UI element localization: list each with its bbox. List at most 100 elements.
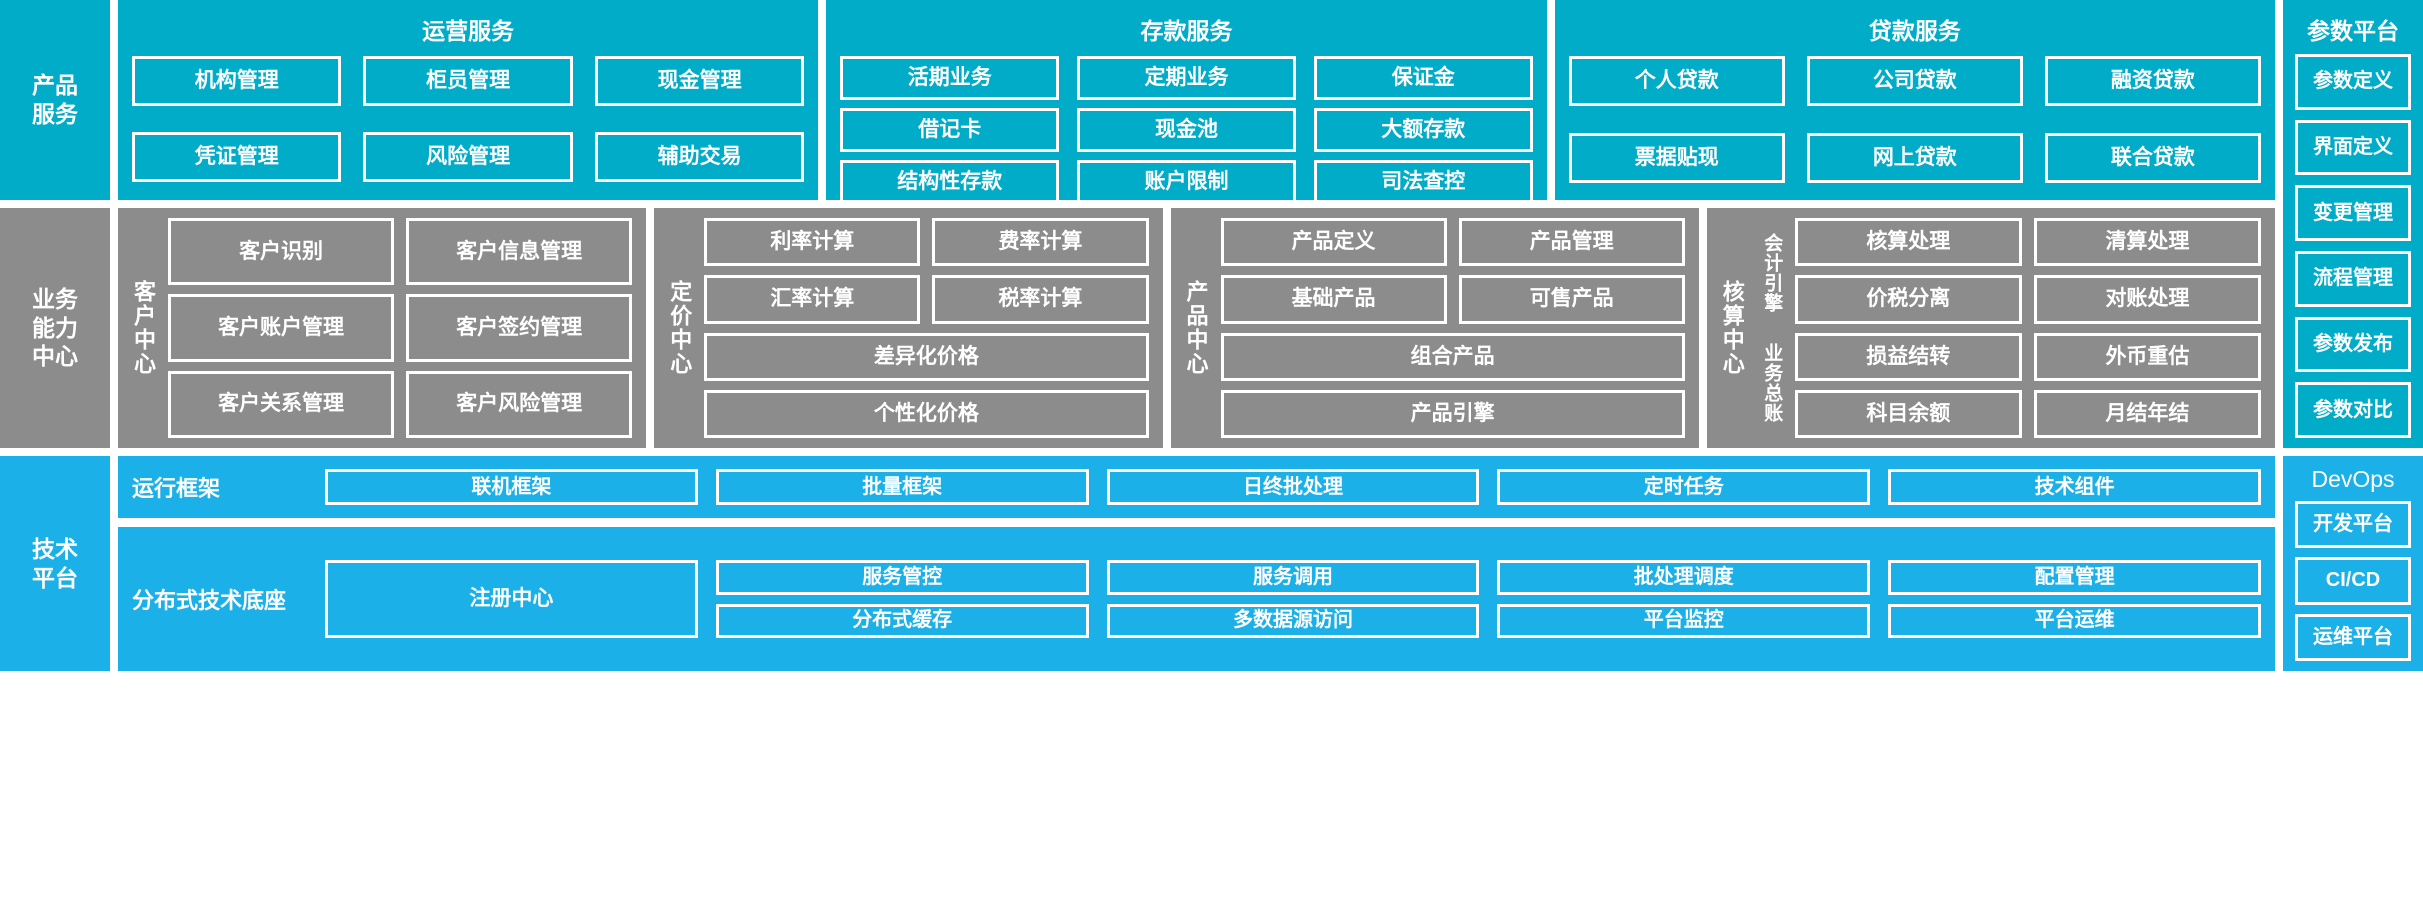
card-param-5[interactable]: 参数发布 <box>2295 316 2411 373</box>
card-runtime-3[interactable]: 日终批处理 <box>1106 469 1480 505</box>
card-accounting-7[interactable]: 科目余额 <box>1794 389 2022 438</box>
card-operations-2[interactable]: 柜员管理 <box>363 56 573 106</box>
card-deposit-5[interactable]: 现金池 <box>1077 108 1296 152</box>
card-product-1[interactable]: 产品定义 <box>1220 218 1447 267</box>
card-pricing-4[interactable]: 税率计算 <box>932 275 1149 324</box>
group-deposit-service: 存款服务 活期业务 定期业务 保证金 借记卡 现金池 大额存款 结构性存款 账户… <box>826 0 1547 204</box>
row-label-business-capability: 业务 能力 中心 <box>0 208 110 448</box>
card-product-4[interactable]: 可售产品 <box>1458 275 1685 324</box>
card-operations-4[interactable]: 凭证管理 <box>132 132 342 182</box>
group-operations-service: 运营服务 机构管理 柜员管理 现金管理 凭证管理 风险管理 辅助交易 <box>118 0 819 200</box>
card-deposit-4[interactable]: 借记卡 <box>840 108 1060 152</box>
card-dist-2-2[interactable]: 多数据源访问 <box>1106 603 1480 638</box>
card-dist-4-2[interactable]: 平台运维 <box>1888 603 2261 638</box>
card-dist-3-1[interactable]: 批处理调度 <box>1497 560 1871 595</box>
group-parameter-platform: 参数平台 参数定义 界面定义 变更管理 流程管理 参数发布 参数对比 <box>2283 0 2423 448</box>
card-runtime-4[interactable]: 定时任务 <box>1497 469 1871 505</box>
card-dist-3-2[interactable]: 平台监控 <box>1497 603 1871 638</box>
group-title-operations-service: 运营服务 <box>422 18 515 44</box>
row-tech-platform: 技术 平台 运行框架 联机框架 批量框架 日终批处理 定时任务 技术组件 分布式… <box>0 456 2423 671</box>
card-registry-center[interactable]: 注册中心 <box>325 560 698 638</box>
card-customer-6[interactable]: 客户风险管理 <box>406 370 633 438</box>
card-loan-3[interactable]: 融资贷款 <box>2044 56 2261 106</box>
card-accounting-4[interactable]: 对账处理 <box>2033 275 2261 324</box>
group-devops: DevOps 开发平台 CI/CD 运维平台 <box>2283 456 2423 671</box>
card-runtime-2[interactable]: 批量框架 <box>715 469 1089 505</box>
card-product-6[interactable]: 产品引擎 <box>1220 389 1685 438</box>
row-label-tech-platform: 技术 平台 <box>0 456 110 671</box>
card-deposit-2[interactable]: 定期业务 <box>1077 56 1296 100</box>
card-customer-1[interactable]: 客户识别 <box>168 218 395 286</box>
card-devops-3[interactable]: 运维平台 <box>2295 613 2411 661</box>
card-accounting-3[interactable]: 价税分离 <box>1794 275 2022 324</box>
accounting-sublabel-ledger: 业务总账 <box>1761 343 1783 423</box>
group-title-parameter-platform: 参数平台 <box>2307 18 2399 44</box>
card-customer-2[interactable]: 客户信息管理 <box>406 218 633 286</box>
card-devops-2[interactable]: CI/CD <box>2295 557 2411 605</box>
card-product-2[interactable]: 产品管理 <box>1458 218 1685 267</box>
card-runtime-5[interactable]: 技术组件 <box>1888 469 2261 505</box>
center-accounting: 核算中心 会计引擎 业务总账 核算处理 清算处理 价税分离 对账处理 损益结转 … <box>1706 208 2275 448</box>
card-accounting-8[interactable]: 月结年结 <box>2033 389 2261 438</box>
card-deposit-9[interactable]: 司法查控 <box>1313 160 1533 204</box>
card-deposit-8[interactable]: 账户限制 <box>1077 160 1296 204</box>
center-label-product: 产品中心 <box>1183 280 1209 376</box>
band-label-runtime-framework: 运行框架 <box>132 476 221 501</box>
band-runtime-framework: 运行框架 联机框架 批量框架 日终批处理 定时任务 技术组件 <box>118 456 2275 518</box>
card-loan-6[interactable]: 联合贷款 <box>2044 133 2261 183</box>
card-devops-1[interactable]: 开发平台 <box>2295 501 2411 549</box>
card-dist-2-1[interactable]: 服务调用 <box>1106 560 1480 595</box>
card-customer-5[interactable]: 客户关系管理 <box>168 370 395 438</box>
card-product-3[interactable]: 基础产品 <box>1220 275 1447 324</box>
accounting-sublabel-engine: 会计引擎 <box>1761 233 1783 313</box>
center-label-customer: 客户中心 <box>131 280 156 376</box>
group-title-loan-service: 贷款服务 <box>1868 18 1961 44</box>
card-accounting-6[interactable]: 外币重估 <box>2033 332 2261 381</box>
card-operations-3[interactable]: 现金管理 <box>594 56 805 106</box>
card-dist-1-1[interactable]: 服务管控 <box>715 560 1089 595</box>
card-loan-5[interactable]: 网上贷款 <box>1806 133 2023 183</box>
band-distributed-base: 分布式技术底座 注册中心 服务管控 分布式缓存 服务调用 多数据源访问 批处理调… <box>118 527 2275 671</box>
card-pricing-5[interactable]: 差异化价格 <box>704 332 1149 381</box>
group-title-deposit-service: 存款服务 <box>1140 18 1233 44</box>
card-param-1[interactable]: 参数定义 <box>2295 54 2411 110</box>
card-pricing-1[interactable]: 利率计算 <box>704 218 921 267</box>
card-pricing-2[interactable]: 费率计算 <box>932 218 1149 267</box>
group-loan-service: 贷款服务 个人贷款 公司贷款 融资贷款 票据贴现 网上贷款 联合贷款 <box>1554 0 2275 200</box>
group-title-devops: DevOps <box>2311 466 2395 492</box>
row-product-services: 产品 服务 运营服务 机构管理 柜员管理 现金管理 凭证管理 风险管理 辅助交易… <box>0 0 2423 204</box>
card-operations-1[interactable]: 机构管理 <box>132 56 342 106</box>
card-param-6[interactable]: 参数对比 <box>2295 382 2411 439</box>
card-loan-2[interactable]: 公司贷款 <box>1806 56 2023 106</box>
card-loan-1[interactable]: 个人贷款 <box>1568 56 1785 106</box>
accounting-sublabels: 会计引擎 业务总账 <box>1757 218 1787 438</box>
card-pricing-6[interactable]: 个性化价格 <box>704 389 1149 438</box>
row-business-capability: 业务 能力 中心 客户中心 客户识别 客户信息管理 客户账户管理 客户签约管理 … <box>0 208 2423 448</box>
card-dist-4-1[interactable]: 配置管理 <box>1888 560 2261 595</box>
card-dist-1-2[interactable]: 分布式缓存 <box>715 603 1089 638</box>
card-operations-5[interactable]: 风险管理 <box>363 132 573 182</box>
card-deposit-3[interactable]: 保证金 <box>1313 56 1533 100</box>
card-param-2[interactable]: 界面定义 <box>2295 119 2411 176</box>
card-deposit-7[interactable]: 结构性存款 <box>840 160 1060 204</box>
row-label-product-services: 产品 服务 <box>0 0 110 200</box>
center-pricing: 定价中心 利率计算 费率计算 汇率计算 税率计算 差异化价格 个性化价格 <box>654 208 1163 448</box>
card-param-4[interactable]: 流程管理 <box>2295 251 2411 307</box>
card-param-3[interactable]: 变更管理 <box>2295 185 2411 242</box>
card-accounting-5[interactable]: 损益结转 <box>1794 332 2022 381</box>
card-runtime-1[interactable]: 联机框架 <box>325 469 698 505</box>
card-deposit-6[interactable]: 大额存款 <box>1313 108 1533 152</box>
card-operations-6[interactable]: 辅助交易 <box>594 132 805 182</box>
card-customer-4[interactable]: 客户签约管理 <box>406 294 633 362</box>
band-label-distributed-base: 分布式技术底座 <box>132 588 287 613</box>
card-accounting-1[interactable]: 核算处理 <box>1794 218 2022 267</box>
card-deposit-1[interactable]: 活期业务 <box>840 56 1060 100</box>
card-customer-3[interactable]: 客户账户管理 <box>168 294 395 362</box>
center-label-accounting: 核算中心 <box>1719 280 1745 376</box>
card-loan-4[interactable]: 票据贴现 <box>1568 133 1785 183</box>
center-label-pricing: 定价中心 <box>667 280 693 376</box>
card-product-5[interactable]: 组合产品 <box>1220 332 1685 381</box>
card-accounting-2[interactable]: 清算处理 <box>2033 218 2261 267</box>
card-pricing-3[interactable]: 汇率计算 <box>704 275 921 324</box>
